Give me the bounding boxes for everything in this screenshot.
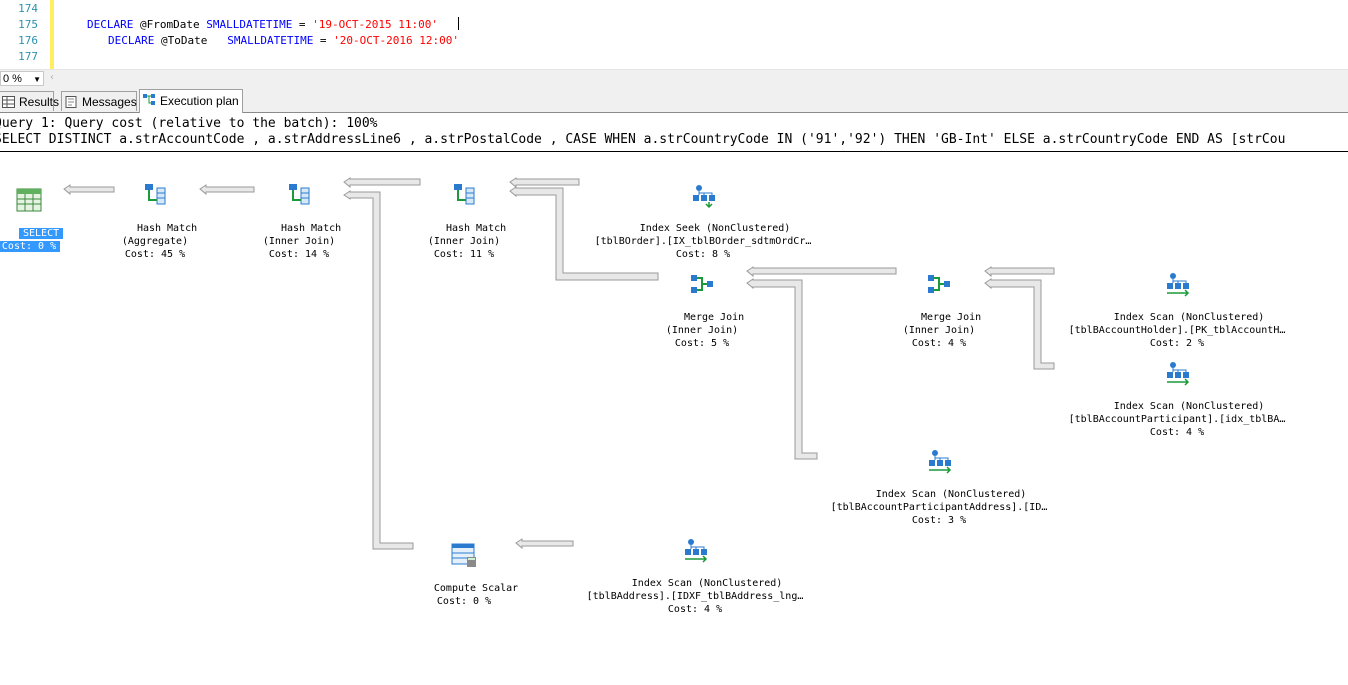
query-text: SELECT DISTINCT a.strAccountCode , a.str… <box>0 132 1286 147</box>
variable: @FromDate <box>133 18 207 31</box>
plan-node-cost: Cost: 45 % <box>124 249 186 260</box>
plan-node-title: Index Scan (NonClustered) <box>875 489 1027 500</box>
grid-icon <box>2 96 15 108</box>
plan-node-subtitle: [tblBAccountParticipantAddress].[ID… <box>830 502 1048 513</box>
zoom-dropdown[interactable]: 0 % ▼ <box>0 71 44 86</box>
plan-node-index-scan-account-holder[interactable]: Index Scan (NonClustered) [tblBAccountHol… <box>1052 245 1302 363</box>
variable: @ToDate <box>154 34 228 47</box>
merge-join-icon <box>928 275 950 293</box>
zoom-bar: 0 % ▼ ‹ <box>0 69 1348 88</box>
tab-label: Messages <box>82 95 137 109</box>
plan-node-title: Index Scan (NonClustered) <box>1113 312 1265 323</box>
message-icon <box>65 96 77 108</box>
plan-node-index-scan-participant-address[interactable]: Index Scan (NonClustered) [tblBAccountPar… <box>814 422 1064 540</box>
plan-node-hash-match-inner-join-2[interactable]: Hash Match (Inner Join) Cost: 11 % <box>414 156 514 274</box>
hash-match-icon <box>454 184 475 205</box>
results-tabs: Results Messages Execution plan <box>0 87 1348 113</box>
scroll-left-icon[interactable]: ‹ <box>50 72 54 83</box>
plan-node-merge-join-2[interactable]: Merge Join (Inner Join) Cost: 4 % <box>889 245 989 363</box>
plan-node-subtitle: (Inner Join) <box>427 236 501 247</box>
plan-node-subtitle: (Aggregate) <box>121 236 189 247</box>
tab-execution-plan[interactable]: Execution plan <box>139 89 243 113</box>
plan-arrows <box>63 177 1055 550</box>
plan-node-subtitle: (Inner Join) <box>665 325 739 336</box>
index-scan-icon <box>929 450 952 474</box>
plan-node-title: SELECT <box>18 228 64 239</box>
plan-node-merge-join-1[interactable]: Merge Join (Inner Join) Cost: 5 % <box>652 245 752 363</box>
plan-node-subtitle: (Inner Join) <box>902 325 976 336</box>
plan-node-title: Index Scan (NonClustered) <box>631 578 783 589</box>
plan-node-cost: Cost: 5 % <box>674 338 730 349</box>
plan-node-cost: Cost: 4 % <box>667 604 723 615</box>
execution-plan-icon <box>143 94 155 105</box>
plan-node-title: Merge Join <box>920 312 982 323</box>
plan-node-index-scan-tblbaddress[interactable]: Index Scan (NonClustered) [tblBAddress].[… <box>570 511 820 629</box>
plan-node-title: Compute Scalar <box>433 583 519 594</box>
query-cost-text: Query 1: Query cost (relative to the bat… <box>0 116 378 131</box>
plan-node-title: Hash Match <box>280 223 342 234</box>
tab-label: Results <box>19 95 60 109</box>
execution-plan-canvas[interactable]: SELECT Cost: 0 % Hash Match (Aggregate) Cos… <box>0 151 1348 685</box>
plan-node-select[interactable]: SELECT Cost: 0 % <box>0 161 64 266</box>
line-number: 177 <box>18 50 38 63</box>
compute-scalar-icon <box>451 543 476 567</box>
keyword: DECLARE <box>108 34 155 47</box>
merge-join-icon <box>691 275 713 293</box>
plan-node-subtitle: [tblBAccountParticipant].[idx_tblBA… <box>1068 414 1286 425</box>
plan-node-cost: Cost: 0 % <box>436 596 492 607</box>
line-number: 176 <box>18 34 38 47</box>
index-seek-icon <box>693 185 715 208</box>
index-scan-icon <box>1167 362 1190 386</box>
plan-node-cost: Cost: 4 % <box>1149 427 1205 438</box>
tab-results[interactable]: Results <box>0 91 59 111</box>
change-marker <box>50 0 54 69</box>
plan-node-hash-match-aggregate[interactable]: Hash Match (Aggregate) Cost: 45 % <box>105 156 205 274</box>
keyword: SMALLDATETIME <box>227 34 314 47</box>
hash-match-icon <box>145 184 166 205</box>
plan-node-title: Hash Match <box>136 223 198 234</box>
plan-node-cost: Cost: 11 % <box>433 249 495 260</box>
plan-node-title: Index Scan (NonClustered) <box>1113 401 1265 412</box>
text-caret <box>458 17 459 30</box>
keyword: SMALLDATETIME <box>206 18 293 31</box>
plan-node-subtitle: [tblBAddress].[IDXF_tblBAddress_lng… <box>586 591 804 602</box>
index-scan-icon <box>685 539 708 563</box>
plan-node-cost: Cost: 2 % <box>1149 338 1205 349</box>
plan-node-cost: Cost: 8 % <box>675 249 731 260</box>
keyword: DECLARE <box>87 18 134 31</box>
zoom-value: 0 % <box>3 73 22 85</box>
tab-label: Execution plan <box>160 94 239 108</box>
plan-node-index-scan-account-participant[interactable]: Index Scan (NonClustered) [tblBAccountPar… <box>1052 334 1302 452</box>
plan-node-title: Hash Match <box>445 223 507 234</box>
plan-node-title: Index Seek (NonClustered) <box>639 223 791 234</box>
plan-node-subtitle: (Inner Join) <box>262 236 336 247</box>
plan-node-subtitle: [tblBOrder].[IX_tblBOrder_sdtmOrdCr… <box>594 236 812 247</box>
code-line-176[interactable]: DECLARE @ToDate SMALLDATETIME = '20-OCT-… <box>108 34 459 47</box>
plan-node-cost: Cost: 3 % <box>911 515 967 526</box>
plan-node-index-seek-tblborder[interactable]: Index Seek (NonClustered) [tblBOrder].[IX… <box>578 156 828 274</box>
plan-node-subtitle: [tblBAccountHolder].[PK_tblAccountH… <box>1068 325 1286 336</box>
plan-node-title: Merge Join <box>683 312 745 323</box>
hash-match-icon <box>289 184 310 205</box>
code-line-175[interactable]: DECLARE @FromDate SMALLDATETIME = '19-OC… <box>87 18 438 31</box>
plan-node-cost: Cost: 14 % <box>268 249 330 260</box>
operator: = <box>292 18 313 31</box>
select-icon <box>16 188 42 212</box>
plan-node-cost: Cost: 4 % <box>911 338 967 349</box>
chevron-down-icon: ▼ <box>33 75 41 84</box>
plan-node-hash-match-inner-join-1[interactable]: Hash Match (Inner Join) Cost: 14 % <box>249 156 349 274</box>
operator: = <box>313 34 334 47</box>
query-editor[interactable]: 174 175 176 177 DECLARE @FromDate SMALLD… <box>0 0 1348 69</box>
plan-node-cost: Cost: 0 % <box>0 241 61 252</box>
index-scan-icon <box>1167 273 1190 297</box>
line-number: 174 <box>18 2 38 15</box>
tab-messages[interactable]: Messages <box>61 91 137 111</box>
string-literal: '20-OCT-2016 12:00' <box>333 34 460 47</box>
line-number: 175 <box>18 18 38 31</box>
string-literal: '19-OCT-2015 11:00' <box>312 18 439 31</box>
plan-header: Query 1: Query cost (relative to the bat… <box>0 113 1348 152</box>
